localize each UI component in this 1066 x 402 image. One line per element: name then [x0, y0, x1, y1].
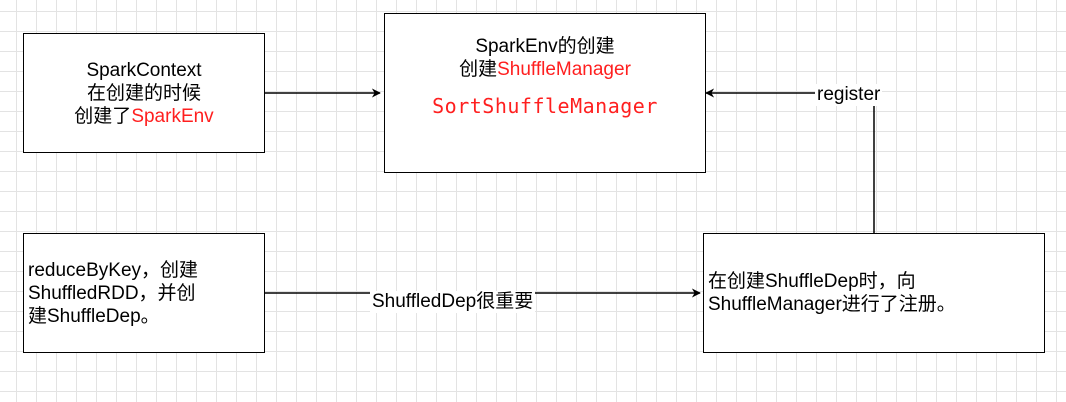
reduce-by-key-line3: 建ShuffleDep。 — [28, 305, 160, 327]
spark-context-node: SparkContext 在创建的时候 创建了SparkEnv — [23, 33, 265, 153]
spark-context-line3-highlight: SparkEnv — [131, 105, 214, 127]
edge-label-shuffled-dep: ShuffledDep很重要 — [370, 291, 536, 313]
shuffle-dep-register-line1: 在创建ShuffleDep时，向 — [708, 271, 916, 292]
shuffle-dep-register-line2: ShuffleManager进行了注册。 — [708, 294, 956, 315]
spark-context-line3-prefix: 创建了 — [74, 105, 132, 127]
spark-context-line2: 在创建的时候 — [86, 82, 201, 104]
reduce-by-key-node: reduceByKey，创建 ShuffledRDD，并创 建ShuffleDe… — [23, 233, 265, 353]
spark-env-line2-prefix: 创建 — [459, 59, 498, 80]
spark-env-node: SparkEnv的创建 创建ShuffleManager SortShuffle… — [384, 13, 706, 173]
spark-env-line2: 创建ShuffleManager — [385, 58, 705, 81]
spark-context-line3: 创建了SparkEnv — [74, 105, 213, 128]
reduce-by-key-line1: reduceByKey，创建 — [28, 259, 199, 281]
shuffle-dep-register-node: 在创建ShuffleDep时，向 ShuffleManager进行了注册。 — [703, 233, 1045, 353]
reduce-by-key-line2: ShuffledRDD，并创 — [28, 282, 196, 304]
edge-register-to-env — [705, 88, 875, 233]
spark-env-line1: SparkEnv的创建 — [475, 36, 615, 57]
spark-env-line2-highlight: ShuffleManager — [497, 59, 631, 80]
edge-label-register: register — [815, 84, 883, 106]
spark-env-code: SortShuffleManager — [432, 94, 658, 118]
spark-context-line1: SparkContext — [86, 59, 202, 81]
